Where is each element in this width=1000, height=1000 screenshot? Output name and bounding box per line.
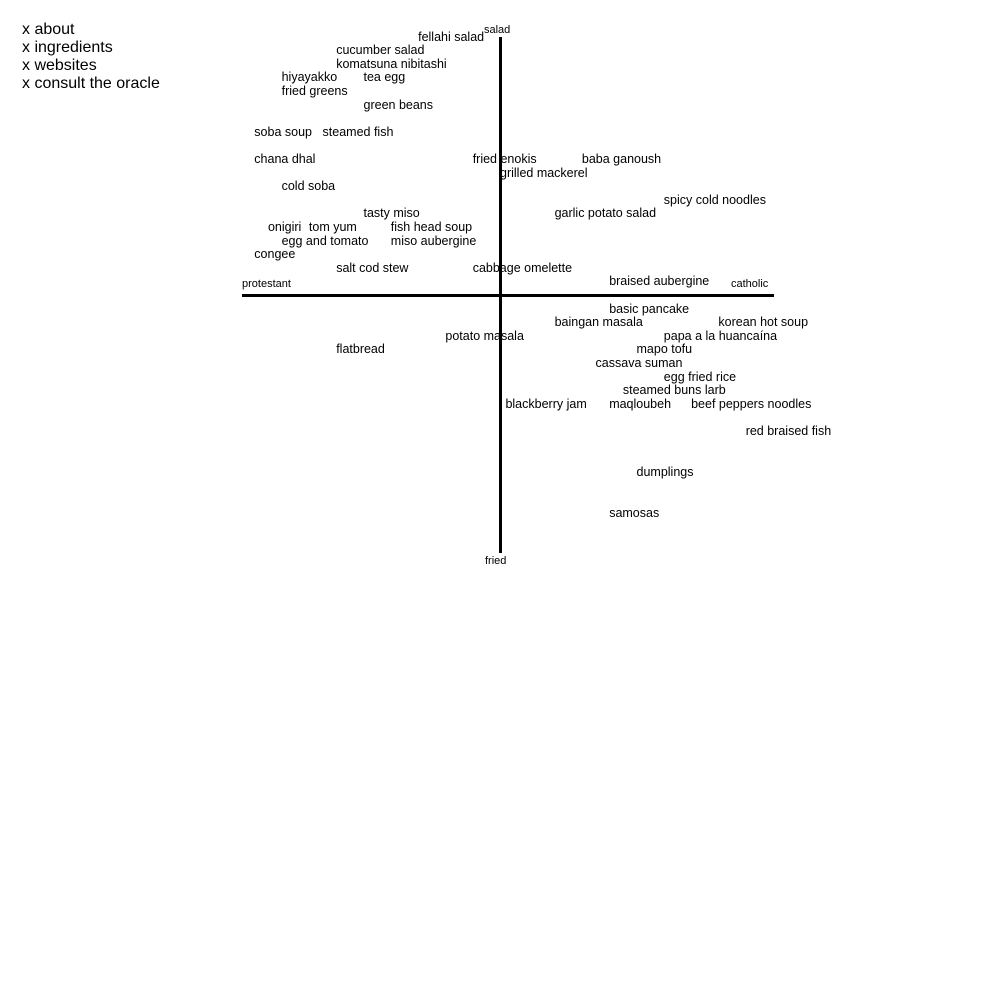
axis-label-catholic: catholic [731, 278, 769, 290]
dish-label[interactable]: mapo tofu [636, 342, 693, 357]
dish-label[interactable]: fellahi salad [418, 29, 485, 44]
dish-label[interactable]: korean hot soup [718, 315, 809, 330]
nav-item-ingredients[interactable]: x ingredients [22, 39, 113, 56]
dish-label[interactable]: cabbage omelette [472, 260, 573, 275]
dish-label[interactable]: potato masala [445, 328, 524, 343]
dish-label[interactable]: braised aubergine [609, 274, 710, 289]
dish-label[interactable]: papa a la huancaína [663, 328, 778, 343]
dish-label[interactable]: flatbread [336, 342, 385, 357]
dish-label[interactable]: basic pancake [609, 301, 690, 316]
dish-label[interactable]: tasty miso [363, 206, 420, 221]
nav-item-consult-the-oracle[interactable]: x consult the oracle [22, 75, 160, 92]
axis-label-protestant: protestant [242, 278, 291, 290]
dish-label[interactable]: cold soba [281, 179, 336, 194]
dish-label[interactable]: spicy cold noodles [663, 192, 766, 207]
vertical-axis [498, 37, 502, 553]
horizontal-axis [242, 293, 774, 297]
dish-label[interactable]: congee [254, 247, 296, 262]
dish-label[interactable]: green beans [363, 97, 434, 112]
dish-label[interactable]: baingan masala [554, 315, 643, 330]
dish-label[interactable]: egg and tomato [281, 233, 369, 248]
dish-label[interactable]: fried greens [281, 84, 348, 98]
dish-label[interactable]: baba ganoush [581, 152, 662, 166]
nav-item-websites[interactable]: x websites [22, 57, 97, 74]
dish-label[interactable]: garlic potato salad [554, 206, 657, 221]
dish-label[interactable]: hiyayakko [281, 70, 338, 85]
dish-label[interactable]: samosas [609, 505, 660, 520]
dish-label[interactable]: soba soup [254, 124, 312, 139]
dish-label[interactable]: cucumber salad [336, 43, 425, 58]
dish-label[interactable]: steamed fish [322, 124, 394, 139]
axis-label-fried: fried [485, 555, 507, 567]
dish-label[interactable]: beef peppers noodles [691, 396, 812, 411]
dish-label[interactable]: tom yum [308, 220, 357, 234]
dish-label[interactable]: onigiri [267, 220, 302, 234]
dish-label[interactable]: dumplings [636, 464, 694, 479]
dish-label[interactable]: fish head soup [390, 220, 473, 234]
dish-label[interactable]: tea egg [363, 70, 406, 85]
dish-label[interactable]: komatsuna nibitashi [336, 56, 447, 71]
nav-menu: x about x ingredients x websites x consu… [22, 21, 160, 93]
dish-label[interactable]: chana dhal [254, 152, 316, 166]
axis-label-salad: salad [484, 24, 511, 36]
dish-label[interactable]: cassava suman [595, 356, 683, 370]
nav-item-about[interactable]: x about [22, 21, 75, 38]
dish-label[interactable]: egg fried rice [663, 369, 737, 384]
dish-label[interactable]: blackberry jam [505, 396, 587, 411]
dish-label[interactable]: red braised fish [745, 424, 832, 438]
dish-label[interactable]: steamed buns larb [622, 383, 726, 398]
dish-label[interactable]: grilled mackerel [500, 165, 588, 180]
dish-label[interactable]: salt cod stew [336, 260, 409, 275]
dish-label[interactable]: fried enokis [472, 152, 537, 166]
dish-label[interactable]: miso aubergine [390, 233, 477, 248]
dish-label[interactable]: maqloubeh [609, 396, 672, 411]
